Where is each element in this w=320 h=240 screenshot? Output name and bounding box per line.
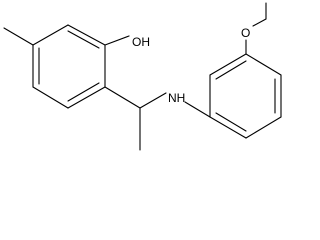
ring-to-ch-bond	[104, 86, 141, 109]
hydroxyl-bond	[104, 35, 130, 46]
phenol-ring	[32, 24, 106, 109]
double-bond-inner	[67, 82, 100, 102]
ether-oxygen-label: O	[241, 26, 250, 40]
double-bond-inner	[67, 30, 100, 49]
ch-to-nh-bond	[139, 92, 167, 109]
ethoxyphenyl-ring	[209, 53, 282, 139]
double-bond-inner	[215, 112, 247, 132]
bond	[32, 24, 69, 46]
bond	[209, 116, 247, 139]
amine-label: NH	[168, 91, 185, 105]
double-bond-inner	[215, 60, 247, 80]
bond	[245, 53, 282, 76]
bond	[67, 24, 106, 46]
nh-to-ring-bond	[184, 101, 211, 118]
methyl-bond	[3, 27, 34, 46]
bond	[209, 53, 247, 76]
oxygen-to-ch2-bond	[252, 18, 267, 27]
chemical-structure-diagram: OH NH O	[3, 2, 282, 151]
bond	[32, 86, 69, 109]
hydroxyl-label: OH	[132, 35, 150, 49]
bond	[67, 86, 106, 109]
bond	[245, 116, 282, 139]
